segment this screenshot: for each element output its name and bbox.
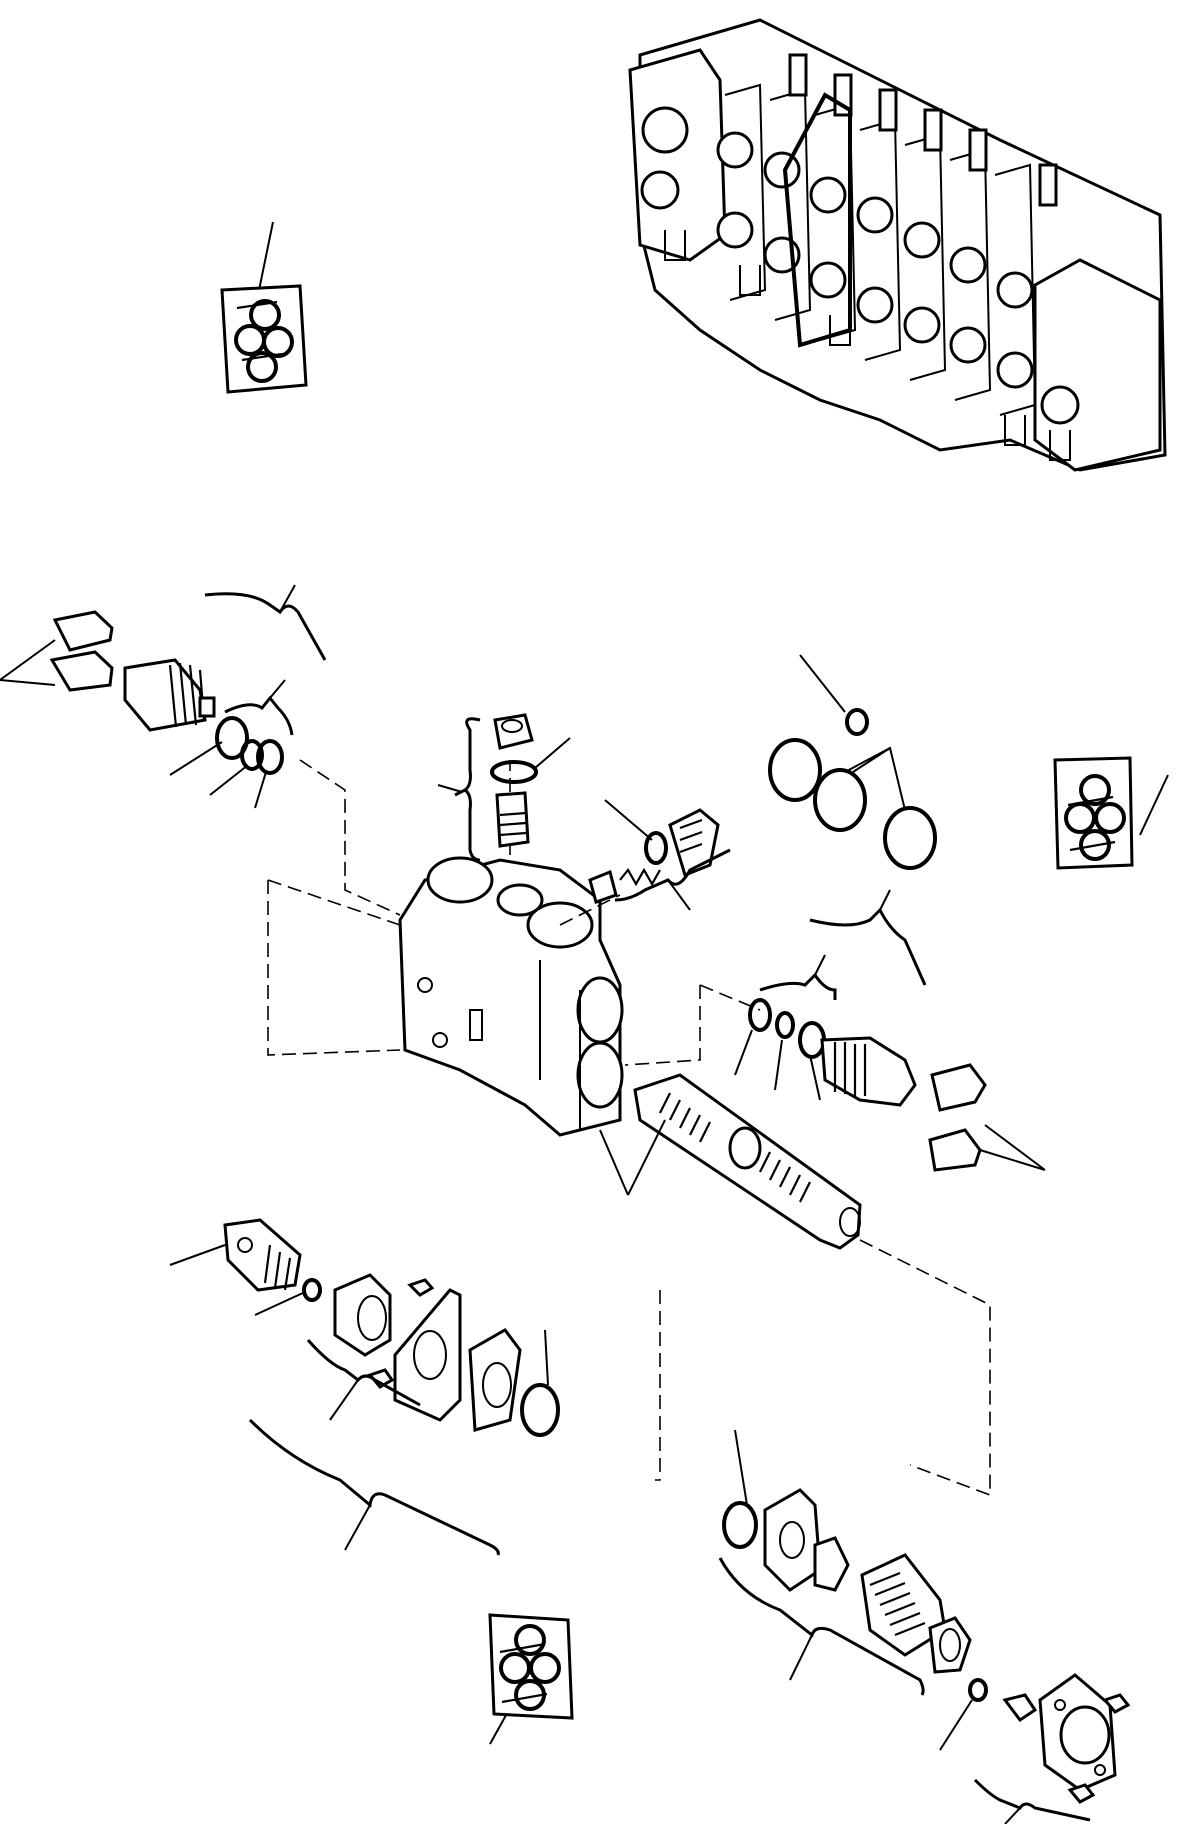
relief-valve-left-group	[0, 584, 327, 809]
check-valve-group	[588, 799, 731, 911]
seal-kit-bag-icon	[220, 221, 308, 394]
plug-group	[437, 713, 571, 862]
valve-section-body	[267, 759, 761, 1137]
relief-valve-right-group	[734, 889, 1046, 1172]
seal-kit-bag-icon	[1053, 756, 1169, 870]
spool	[599, 1073, 991, 1497]
seal-kit-bag-icon	[488, 1613, 574, 1745]
control-valve-assembly	[628, 18, 1167, 472]
spool-end-cap-group	[169, 1218, 560, 1556]
oring-set	[768, 654, 937, 870]
spring-cap-group	[718, 1429, 1131, 1824]
